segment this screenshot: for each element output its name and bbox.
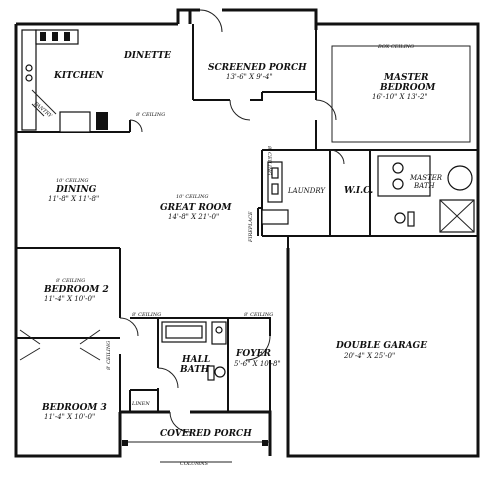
label-screened-porch: SCREENED PORCH [208,63,307,73]
label-foyer: FOYER [235,349,272,359]
label-ceiling-kitchen: 8' CEILING [136,112,165,118]
label-bedroom2: BEDROOM 2 [43,285,109,295]
label-linen: LINEN [131,401,150,407]
doors [19,9,345,433]
label-fireplace: FIREPLACE [248,211,254,243]
label-dining-dim: 11'-8" X 11'-8" [48,195,99,203]
label-master-bedroom-dim: 16'-10" X 13'-2" [372,93,428,101]
label-great-room-dim: 14'-8" X 21'-0" [168,213,219,221]
label-hall-bath-1: HALL [181,355,210,365]
room-labels: KITCHEN DINETTE PANTRY SCREENED PORCH 13… [32,44,443,467]
label-kitchen: KITCHEN [53,71,104,81]
label-master-bath-1: MASTER [409,174,443,182]
porch-columns [122,440,270,463]
hall-bath-fixtures [161,321,227,381]
label-master-bath-2: BATH [413,182,435,190]
label-hall-bath-2: BATH [179,365,210,375]
label-columns: COLUMNS [180,461,209,467]
box-ceiling-outline [331,45,471,143]
label-bedroom3-dim: 11'-4" X 10'-0" [44,413,95,421]
label-ceiling-bedroom3: 8' CEILING [106,341,112,370]
label-dining: DINING [55,185,97,195]
label-master-bedroom-2: BEDROOM [379,83,436,93]
kitchen-fixtures [21,29,108,133]
label-great-room: GREAT ROOM [160,203,233,213]
label-bedroom3: BEDROOM 3 [41,403,107,413]
label-ceiling-vertical: 8' CEILING [266,146,272,175]
interior-walls [16,24,478,412]
label-bedroom2-ceiling: 8' CEILING [56,278,85,284]
label-bedroom2-dim: 11'-4" X 10'-0" [44,295,95,303]
label-double-garage-dim: 20'-4" X 25'-0" [343,352,395,360]
label-ceiling-bedroom2-door: 8' CEILING [132,312,161,318]
label-foyer-dim: 5'-6" X 10'-8" [234,360,281,368]
label-master-bedroom-1: MASTER [383,73,429,83]
label-double-garage: DOUBLE GARAGE [335,341,427,351]
bath-fixtures [261,155,475,233]
label-box-ceiling: BOX CEILING [377,44,414,50]
label-wic: W.I.C. [344,186,373,196]
label-ceiling-foyer: 8' CEILING [244,312,273,318]
label-screened-porch-dim: 13'-6" X 9'-4" [226,73,273,81]
label-laundry: LAUNDRY [287,187,326,195]
label-great-room-ceiling: 10' CEILING [176,194,208,200]
label-covered-porch: COVERED PORCH [160,429,252,439]
label-dining-ceiling: 10' CEILING [56,178,88,184]
label-dinette: DINETTE [123,51,171,61]
